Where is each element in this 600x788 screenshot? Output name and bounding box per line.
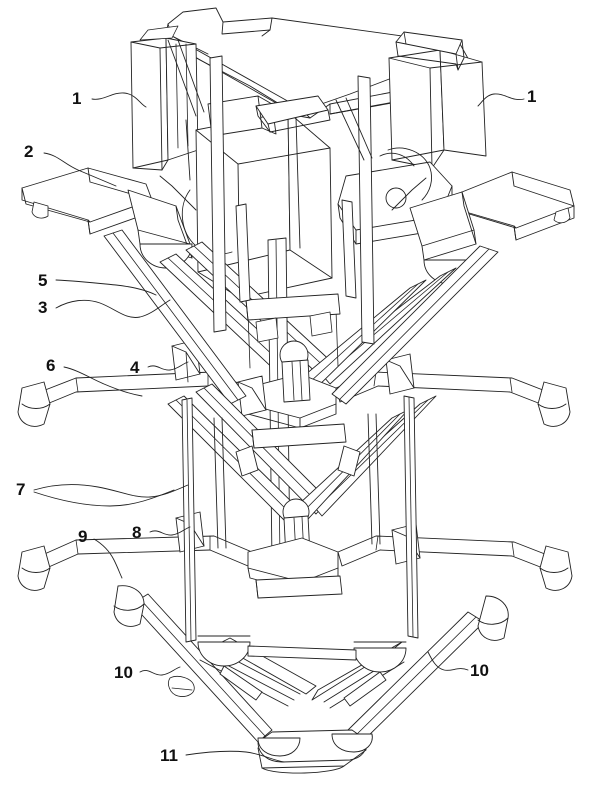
leader-ref-7 xyxy=(33,484,189,498)
ref-numeral-9: 9 xyxy=(78,527,88,546)
vertical-side-struts xyxy=(181,395,419,643)
parallel-link-rods-upper-right xyxy=(293,267,457,399)
leader-ref-3 xyxy=(55,299,171,318)
lower-support-struts xyxy=(168,635,407,709)
leader-lines xyxy=(33,92,525,763)
leader-ref-4 xyxy=(147,361,189,371)
ball-joint-cluster-upper xyxy=(279,340,311,403)
motor-housing-right xyxy=(388,31,487,169)
ref-numeral-2: 2 xyxy=(24,142,34,161)
motor-housing-left xyxy=(130,25,199,171)
leader-ref-8 xyxy=(149,526,191,536)
ref-numeral-10-left: 10 xyxy=(114,663,133,682)
ref-numeral-7: 7 xyxy=(16,480,26,499)
leader-ref-10-right xyxy=(427,651,469,671)
lower-legs-frame xyxy=(113,585,509,774)
ref-numeral-1-left: 1 xyxy=(72,89,82,108)
ref-numeral-8: 8 xyxy=(132,523,142,542)
leader-ref-6 xyxy=(63,366,143,397)
leader-ref-5 xyxy=(55,279,157,296)
mid-truss-detail xyxy=(213,293,381,599)
link-arms-second-level xyxy=(103,229,499,405)
leader-ref-7b xyxy=(33,489,175,507)
center-horizontal-bar xyxy=(255,95,331,133)
leader-ref-1-left xyxy=(91,92,147,108)
ref-numeral-4: 4 xyxy=(130,358,140,377)
ref-numeral-11: 11 xyxy=(160,746,178,765)
ref-numeral-3: 3 xyxy=(38,298,48,317)
leader-ref-9 xyxy=(93,538,123,579)
ref-numeral-6: 6 xyxy=(46,356,56,375)
leader-ref-2 xyxy=(43,152,117,187)
upper-arm-block-left xyxy=(21,167,193,269)
ref-numeral-1-right: 1 xyxy=(527,87,537,106)
leader-ref-10-left xyxy=(139,666,181,676)
leader-ref-11 xyxy=(185,750,285,763)
ref-numeral-10-right: 10 xyxy=(470,661,489,680)
top-brace-lines xyxy=(167,39,373,249)
leader-ref-1-right xyxy=(477,93,525,107)
upper-side-supports xyxy=(159,175,427,303)
ref-numeral-5: 5 xyxy=(38,271,48,290)
